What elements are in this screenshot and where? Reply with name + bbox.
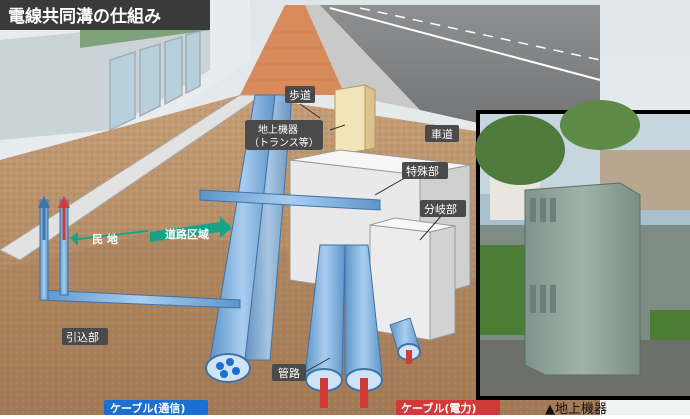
label-cable-comm: ケーブル(通信) bbox=[104, 400, 208, 415]
boundary-arrows bbox=[70, 216, 232, 246]
svg-text:管路: 管路 bbox=[278, 366, 300, 380]
pipe-end-comm bbox=[205, 353, 251, 383]
svg-text:歩道: 歩道 bbox=[289, 88, 311, 102]
svg-text:引込部: 引込部 bbox=[66, 330, 99, 344]
photo-inset bbox=[475, 100, 690, 400]
lead-in-arrows bbox=[38, 196, 70, 240]
building bbox=[0, 0, 250, 160]
label-lead-in: 引込部 bbox=[62, 328, 108, 345]
label-conduit: 管路 bbox=[272, 364, 306, 381]
svg-text:（トランス等）: （トランス等） bbox=[249, 136, 319, 149]
ground-equipment bbox=[334, 84, 376, 156]
label-cable-power: ケーブル(電力) bbox=[396, 400, 500, 415]
svg-text:車道: 車道 bbox=[431, 127, 453, 141]
svg-text:特殊部: 特殊部 bbox=[406, 164, 439, 178]
svg-text:地上機器: 地上機器 bbox=[258, 123, 298, 136]
label-sidewalk: 歩道 bbox=[285, 86, 315, 103]
conduit-pipes bbox=[39, 94, 421, 376]
svg-text:分岐部: 分岐部 bbox=[424, 202, 457, 216]
title-bar bbox=[0, 0, 210, 30]
ground-equipment-cabinet bbox=[524, 182, 641, 376]
branch-part-vault bbox=[369, 217, 456, 341]
label-road-area: 道路区域 bbox=[165, 227, 209, 241]
photo-caption: ▲地上機器 bbox=[545, 402, 607, 415]
label-roadway: 車道 bbox=[425, 125, 459, 142]
label-branch-part: 分岐部 bbox=[420, 200, 466, 217]
label-ground-equipment: 地上機器 （トランス等） bbox=[245, 120, 323, 150]
sidewalk-surface bbox=[240, 5, 345, 95]
svg-text:ケーブル(電力): ケーブル(電力) bbox=[401, 401, 476, 415]
svg-text:ケーブル(通信): ケーブル(通信) bbox=[110, 401, 185, 415]
label-private-land: 民 地 bbox=[92, 232, 118, 246]
label-special-part: 特殊部 bbox=[402, 162, 448, 179]
pipe-end-power bbox=[305, 343, 421, 408]
diagram-title: 電線共同溝の仕組み bbox=[8, 6, 161, 27]
